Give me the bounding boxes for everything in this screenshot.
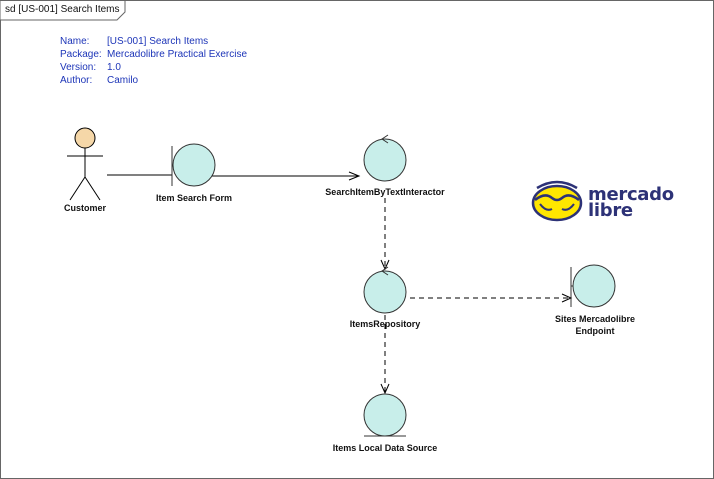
meta-author-key: Author:	[60, 75, 93, 86]
items-local-datasource-entity-icon[interactable]	[363, 393, 407, 437]
meta-author-value: Camilo	[107, 75, 139, 86]
meta-name-value: [US-001] Search Items	[107, 36, 209, 47]
customer-label: Customer	[63, 203, 107, 213]
arrowhead-interactor	[348, 171, 361, 181]
endpoint-boundary-icon[interactable]	[570, 264, 616, 308]
items-local-datasource-label: Items Local Data Source	[332, 443, 438, 453]
items-repository-control-icon[interactable]	[363, 266, 407, 314]
items-repository-label: ItemsRepository	[349, 319, 421, 329]
item-search-form-label: Item Search Form	[155, 193, 233, 203]
mercadolibre-logo-icon	[531, 180, 583, 222]
endpoint-label-line1: Sites Mercadolibre	[554, 314, 636, 324]
customer-actor-icon[interactable]	[67, 127, 103, 201]
meta-package-key: Package:	[60, 49, 102, 60]
frame-title-tab	[0, 0, 126, 21]
item-search-form-boundary-icon[interactable]	[171, 143, 216, 187]
meta-name-key: Name:	[60, 36, 90, 47]
frame-title: sd [US-001] Search Items	[5, 4, 120, 15]
meta-version-value: 1.0	[107, 62, 121, 73]
logo-text-mercado: mercado	[588, 184, 674, 205]
meta-package-value: Mercadolibre Practical Exercise	[107, 49, 248, 60]
arrowhead-datasource	[380, 383, 390, 395]
meta-version-key: Version:	[60, 62, 97, 73]
search-interactor-control-icon[interactable]	[363, 134, 407, 182]
endpoint-label-line2: Endpoint	[575, 326, 615, 336]
logo-text-libre: libre	[588, 200, 633, 221]
search-interactor-label: SearchItemByTextInteractor	[325, 187, 445, 197]
